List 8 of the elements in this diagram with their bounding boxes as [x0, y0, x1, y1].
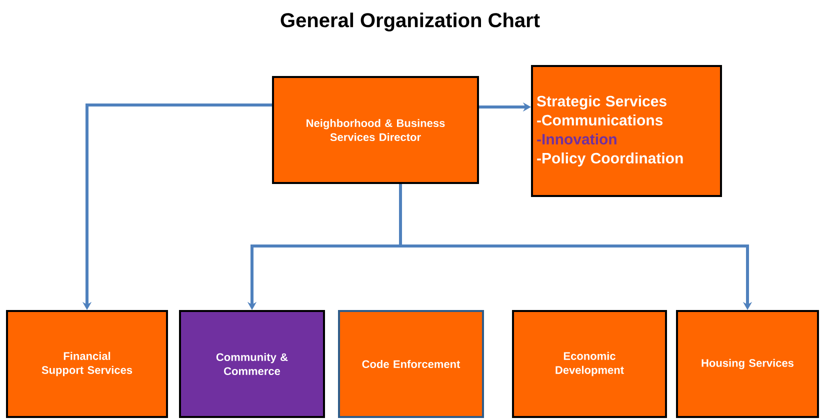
org-box: Economic Development	[512, 310, 667, 418]
org-box: Neighborhood & Business Services Director	[272, 76, 479, 184]
org-box: Financial Support Services	[6, 310, 168, 418]
org-box: Code Enforcement	[338, 310, 484, 418]
org-box: Community & Commerce	[179, 310, 325, 418]
title: General Organization Chart	[280, 12, 540, 32]
org-box: Housing Services	[676, 310, 819, 418]
org-box: Strategic Services -Communications -Innovation -Policy Coordination	[531, 65, 722, 197]
